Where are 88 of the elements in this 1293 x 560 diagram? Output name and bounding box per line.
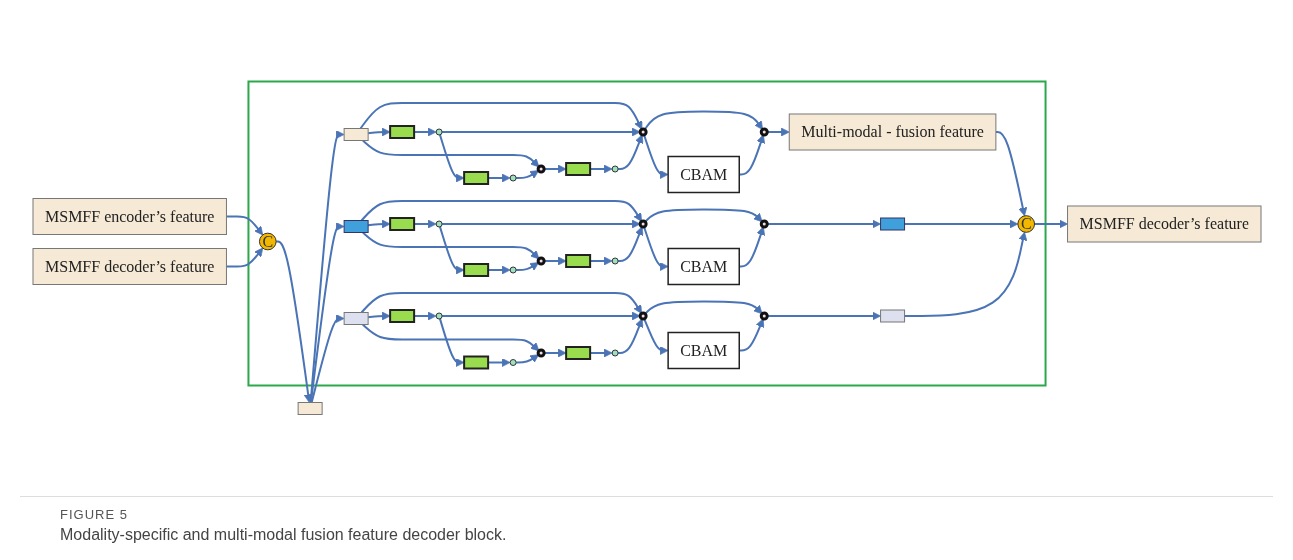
node-box (564, 346, 591, 360)
node-box: CBAM (666, 155, 740, 194)
arrow (616, 318, 643, 354)
node-circle (509, 359, 517, 366)
arrow (514, 354, 539, 364)
arrow (309, 222, 345, 404)
node-box (388, 125, 415, 139)
arrow (224, 247, 263, 268)
arrow (309, 130, 345, 404)
arrow (366, 127, 391, 137)
node-bar (343, 128, 369, 141)
arrow (224, 215, 263, 236)
node-box (462, 171, 489, 185)
arrow (440, 127, 641, 137)
arrow (440, 311, 641, 321)
node-circle (435, 220, 443, 228)
arrow (360, 292, 642, 314)
node-circle (759, 311, 769, 321)
node-circle (435, 312, 443, 320)
arrow (274, 240, 313, 403)
arrow (588, 348, 613, 358)
node-bar (297, 402, 323, 415)
arrow (994, 131, 1027, 217)
node-circle: C (1016, 215, 1035, 233)
node-circle (638, 219, 648, 229)
node-box: MSMFF decoder’s feature (32, 248, 227, 285)
node-circle (638, 311, 648, 321)
arrow (514, 262, 539, 271)
node-circle (509, 174, 517, 182)
node-circle (536, 348, 546, 358)
arrow (903, 231, 1027, 317)
arrow (643, 300, 763, 315)
node-circle (611, 349, 619, 357)
arrow (616, 226, 643, 262)
node-circle (536, 164, 546, 174)
node-circle (759, 127, 769, 137)
arrow (486, 358, 511, 367)
arrow (486, 173, 511, 183)
arrow (643, 110, 763, 131)
node-box: Multi-modal - fusion feature (788, 113, 996, 151)
node-box (879, 309, 905, 323)
arrow (412, 219, 437, 229)
cluster (246, 80, 1047, 387)
arrow (486, 265, 511, 275)
node-circle (435, 128, 443, 136)
node-box (388, 309, 415, 323)
node-box (343, 312, 369, 325)
node-box: MSMFF decoder’s feature (1066, 205, 1261, 243)
node-circle: C (258, 232, 277, 251)
arrow (412, 127, 437, 137)
node-box: CBAM (666, 247, 740, 286)
node-box (462, 263, 489, 277)
arrow (359, 102, 642, 130)
node-circle (611, 257, 619, 265)
node-box (462, 355, 489, 370)
caption: Modality-specific and multi-modal fusion feature decoder block. (60, 526, 508, 544)
arrow (438, 133, 465, 183)
arrow (514, 170, 539, 179)
arrow (616, 134, 643, 170)
node-box: CBAM (666, 331, 740, 370)
node-box (343, 220, 369, 233)
arrow (360, 200, 642, 222)
node-box (564, 254, 591, 268)
node-box (879, 217, 905, 231)
arrow (412, 311, 437, 321)
figure-number: FIGURE 5 (60, 507, 129, 522)
node-circle (536, 256, 546, 266)
node-box (564, 162, 591, 176)
arrow (366, 219, 391, 229)
node-circle (759, 219, 769, 229)
node-circle (638, 127, 648, 137)
arrow (310, 314, 345, 404)
arrow (588, 256, 613, 266)
arrow (361, 231, 539, 260)
arrow (588, 164, 613, 174)
arrow (440, 219, 641, 229)
arrow (903, 219, 1018, 229)
arrow (361, 139, 539, 168)
node-box: MSMFF encoder’s feature (32, 198, 227, 235)
arrow (438, 225, 465, 275)
arrow (366, 311, 391, 321)
node-box (388, 217, 415, 231)
arrow (438, 317, 465, 367)
arrow (643, 208, 763, 223)
node-circle (509, 266, 517, 274)
arrow (361, 323, 539, 352)
node-circle (611, 165, 619, 173)
arrow (1033, 219, 1068, 229)
